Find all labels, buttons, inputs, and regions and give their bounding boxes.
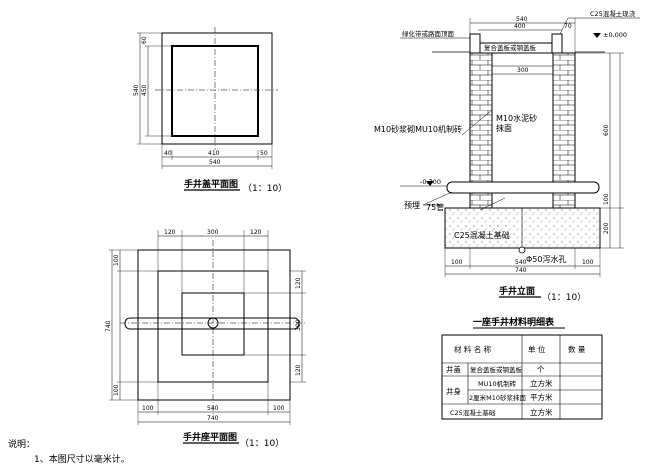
cover-plan-title: 手井盖平面图 <box>184 178 238 190</box>
elevation-title: 手井立面 <box>499 285 535 297</box>
table-row-item: MU10机制砖 <box>478 379 517 388</box>
elev-label-mortar: M10砂浆砌MU10机制砖 <box>374 124 462 134</box>
base-plan <box>109 230 306 425</box>
table-group-cover: 井盖 <box>446 364 461 374</box>
elev-label-pipe-size: 75管 <box>426 202 444 212</box>
cover-dim-bottom-left: 40 <box>164 150 172 157</box>
base-dim-bottom-right: 100 <box>273 405 285 412</box>
notes-item: 1、本图尺寸以毫米计。 <box>34 455 130 465</box>
base-dim-right-bottom: 120 <box>295 364 302 376</box>
cover-plan-scale: （1：10） <box>243 183 287 194</box>
table-row-unit: 立方米 <box>530 378 553 388</box>
base-dim-left-bottom: 100 <box>113 384 120 396</box>
base-inner-frame <box>181 292 245 356</box>
elevation-scale: （1：10） <box>542 292 586 303</box>
table-group-body: 井身 <box>446 386 461 396</box>
elev-dim-top-inner: 400 <box>514 23 526 30</box>
elev-dim-bottom-total: 740 <box>515 267 527 274</box>
elev-dim-right-base: 200 <box>603 222 610 234</box>
base-dim-right-middle: 300 <box>295 319 302 331</box>
table-title: 一座手井材料明细表 <box>473 316 555 328</box>
table-row-unit: 立方米 <box>530 407 553 417</box>
table-row-unit: 平方米 <box>530 392 553 402</box>
elev-dim-inner-width: 300 <box>517 67 529 74</box>
table-row-item: 复合盖板或钢盖板 <box>470 365 523 374</box>
elev-label-plaster2: 抹面 <box>496 123 512 133</box>
base-plan-title: 手井座平面图 <box>183 431 237 443</box>
elev-label-plaster: M10水泥砂 <box>496 113 537 123</box>
elevation-pipe <box>446 181 600 194</box>
cover-plan <box>137 27 278 169</box>
base-dim-top-left: 120 <box>164 229 176 236</box>
cover-dim-bottom-right: 50 <box>260 150 268 157</box>
elev-label-ground-top: 绿化带或路面顶面 <box>402 29 455 38</box>
base-dim-top-right: 120 <box>250 229 262 236</box>
base-outer-frame <box>137 249 291 401</box>
table-row-item: 2厘米M10砂浆抹面 <box>469 393 527 402</box>
base-dim-left-middle: 740 <box>105 320 112 332</box>
cover-dim-left-outer: 540 <box>133 84 140 96</box>
base-dim-left-top: 100 <box>113 254 120 266</box>
elevation <box>400 17 640 277</box>
cover-dim-bottom-middle: 410 <box>208 150 220 157</box>
table-row-item: C25混凝土基础 <box>450 408 496 417</box>
base-dim-top-middle: 300 <box>207 229 219 236</box>
base-dim-bottom-middle: 540 <box>207 405 219 412</box>
cover-dim-left-inner: 450 <box>141 84 148 96</box>
base-dim-bottom-left: 100 <box>142 405 154 412</box>
material-table <box>441 334 603 420</box>
base-dim-right-top: 120 <box>295 277 302 289</box>
notes-heading: 说明： <box>8 440 36 450</box>
elev-dim-top-side: 70 <box>564 23 572 30</box>
elev-label-level-pipe: -0.700 <box>420 178 441 186</box>
elev-dim-right-pipe: 100 <box>603 193 610 205</box>
elev-label-concrete-cap: C25混凝土现浇 <box>590 9 636 18</box>
table-header-material: 材 料 名 称 <box>454 344 492 354</box>
elev-dim-bottom-left: 100 <box>451 259 463 266</box>
cover-dim-bottom-total: 540 <box>209 159 221 166</box>
base-plan-scale: （1：10） <box>240 438 284 449</box>
elev-label-pipe: 预埋 <box>404 200 420 210</box>
elev-dim-bottom-middle: 540 <box>515 259 527 266</box>
cover-outer-frame <box>161 32 273 145</box>
elev-dim-top-total: 540 <box>516 16 528 23</box>
elevation-base <box>444 207 601 249</box>
elev-dim-right-wall: 600 <box>603 124 610 136</box>
base-pipe <box>124 317 300 330</box>
base-dim-bottom-total: 740 <box>207 415 219 422</box>
table-header-qty: 数 量 <box>568 344 586 354</box>
elev-dim-bottom-right: 100 <box>582 259 594 266</box>
elev-label-drain: Φ50泻水孔 <box>526 254 566 264</box>
table-header-unit: 单 位 <box>528 344 546 354</box>
elev-label-level-top: ±0.000 <box>603 31 627 39</box>
elev-label-base: C25混凝土基础 <box>454 230 510 240</box>
cover-dim-top-small: 60 <box>141 36 148 44</box>
elev-label-cover: 复合盖板或钢盖板 <box>484 43 537 52</box>
table-row-unit: 个 <box>537 365 545 374</box>
